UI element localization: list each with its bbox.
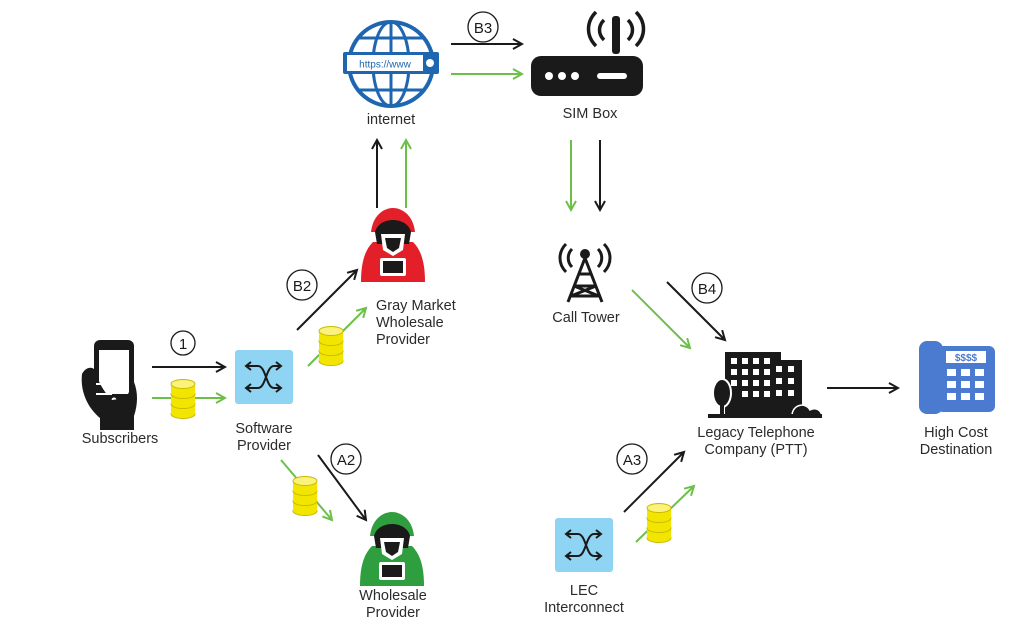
label-lec-line1: LEC	[569, 583, 599, 599]
label-gray-market: Gray Market Wholesale Provider	[376, 298, 456, 349]
label-ptt: Legacy Telephone Company (PTT)	[681, 425, 831, 459]
step-label-a3: A3	[623, 452, 641, 469]
arrow-call-tower-to-ptt	[666, 281, 725, 340]
label-software-provider-line2: Provider	[237, 438, 291, 454]
step-badge-a2: A2	[330, 443, 362, 475]
coin-stack-graymarket	[318, 326, 344, 366]
label-wholesale-line2: Provider	[366, 605, 420, 621]
step-label-b2: B2	[293, 278, 311, 295]
arrow-money-tower-to-ptt	[631, 289, 690, 348]
step-label-a2: A2	[337, 452, 355, 469]
gray-market-hacker-icon	[361, 208, 425, 282]
software-switch-icon	[234, 349, 294, 405]
step-badge-1: 1	[170, 330, 196, 356]
sim-box-router-icon	[531, 10, 646, 96]
label-high-cost-destination: High Cost Destination	[904, 425, 1008, 459]
label-wholesale-line1: Wholesale	[359, 588, 427, 604]
coin-stack-lec	[646, 503, 672, 543]
ptt-building-icon	[708, 352, 822, 418]
step-badge-b3: B3	[467, 11, 499, 43]
label-ptt-line1: Legacy Telephone	[697, 425, 815, 441]
coin-stack-wholesale	[292, 476, 318, 516]
label-software-provider-line1: Software	[235, 421, 293, 437]
label-internet: internet	[341, 112, 441, 129]
destination-screen-text: $$$$	[955, 353, 978, 364]
coin-stack-subscribers	[170, 379, 196, 419]
step-label-b4: B4	[698, 281, 716, 298]
label-ptt-line2: Company (PTT)	[704, 442, 808, 458]
step-badge-a3: A3	[616, 443, 648, 475]
globe-icon: https://www	[343, 20, 439, 108]
arrow-call-software-to-wholesale	[317, 454, 366, 520]
label-sim-box-text: SIM Box	[562, 106, 618, 122]
hand-phone-icon	[81, 340, 137, 430]
label-software-provider: Software Provider	[214, 421, 314, 455]
label-destination-line2: Destination	[919, 442, 993, 458]
step-label-b3: B3	[474, 20, 492, 37]
step-badge-b2: B2	[286, 269, 318, 301]
label-gray-market-line3: Provider	[376, 332, 430, 348]
wholesale-hacker-icon	[360, 512, 424, 586]
label-gray-market-line2: Wholesale	[376, 315, 444, 331]
call-tower-icon	[558, 242, 612, 303]
lec-switch-icon	[554, 517, 614, 573]
label-call-tower: Call Tower	[536, 310, 636, 327]
arrow-call-lec-to-ptt	[623, 452, 684, 513]
label-subscribers: Subscribers	[72, 431, 168, 448]
arrow-call-software-to-graymarket	[296, 270, 357, 331]
label-wholesale-provider: Wholesale Provider	[343, 588, 443, 622]
label-gray-market-line1: Gray Market	[376, 298, 456, 314]
label-sim-box: SIM Box	[540, 106, 640, 123]
step-badge-b4: B4	[691, 272, 723, 304]
label-call-tower-text: Call Tower	[552, 310, 620, 326]
label-subscribers-text: Subscribers	[81, 431, 159, 447]
label-lec-interconnect: LEC Interconnect	[534, 583, 634, 617]
label-lec-line2: Interconnect	[544, 600, 624, 616]
step-label-1: 1	[179, 336, 187, 353]
label-destination-line1: High Cost	[924, 425, 988, 441]
label-internet-text: internet	[366, 112, 416, 128]
globe-url-text: https://www	[359, 60, 411, 71]
desk-phone-icon: $$$$	[919, 341, 995, 414]
